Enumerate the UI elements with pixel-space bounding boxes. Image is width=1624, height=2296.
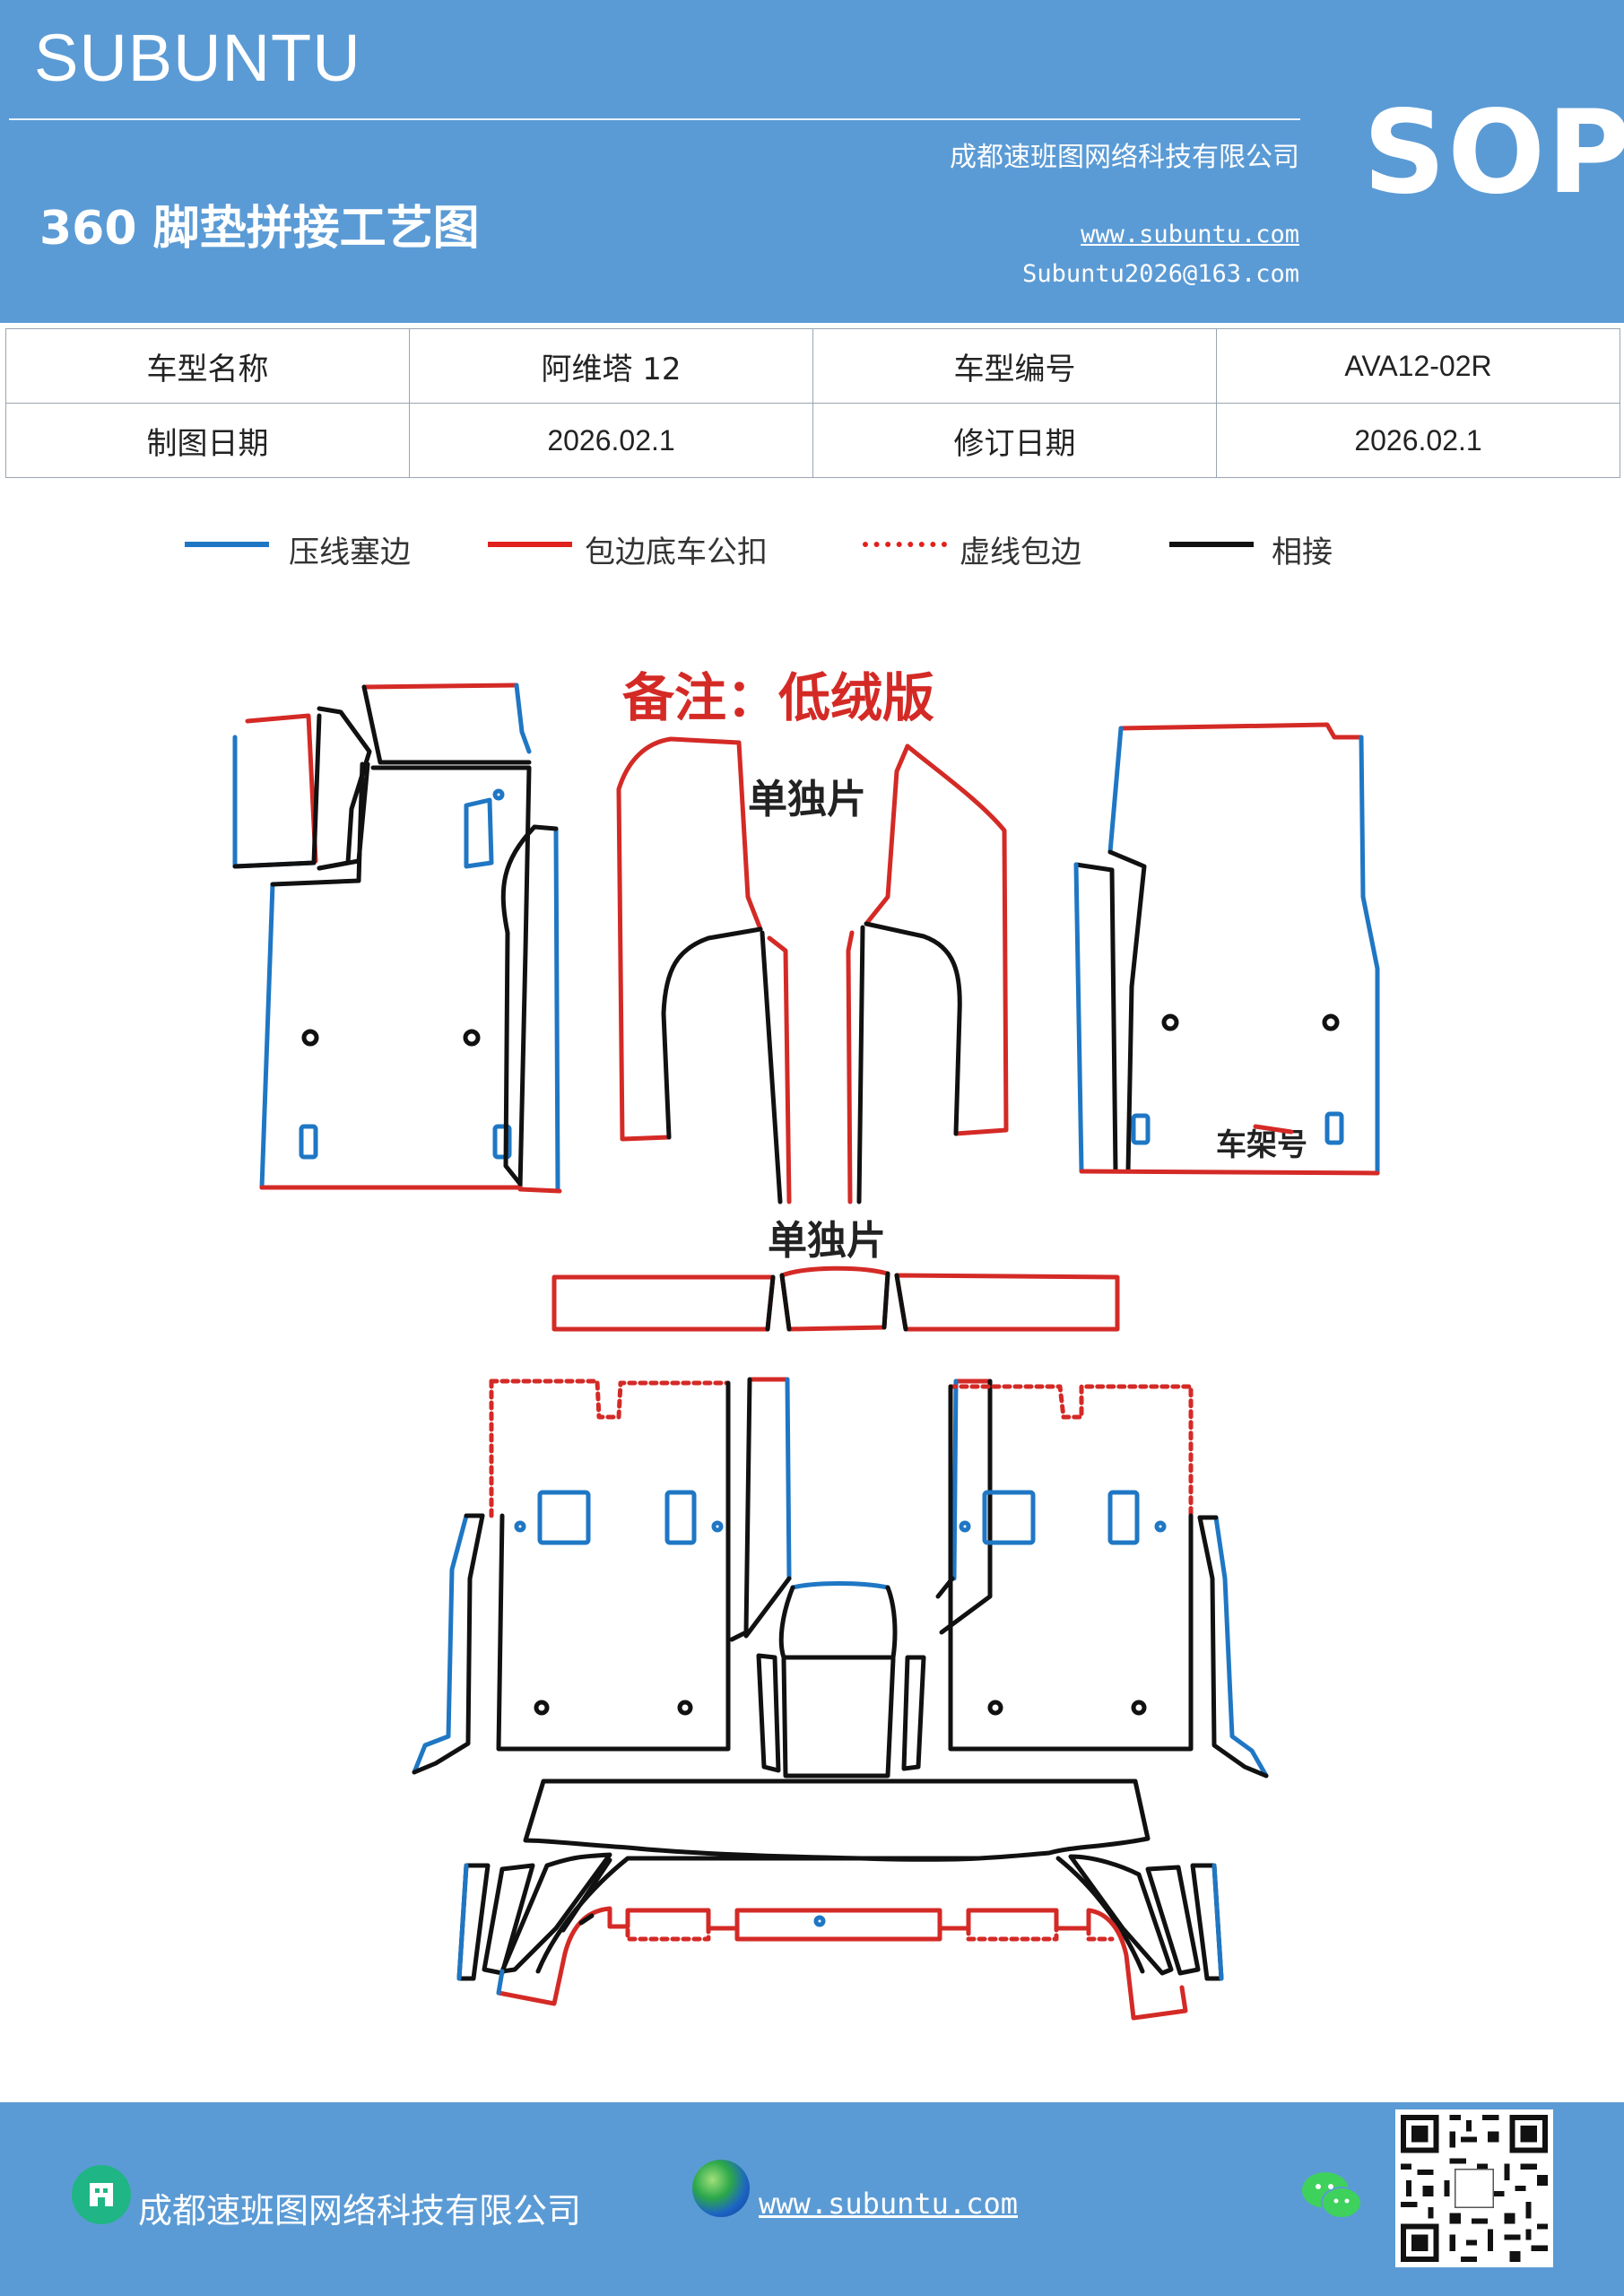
legend-label: 相接: [1272, 535, 1333, 570]
legend-label: 压线塞边: [289, 535, 411, 570]
header-email[interactable]: Subuntu2026@163.com: [1022, 260, 1299, 288]
revise-date-value: 2026.02.1: [1216, 403, 1620, 478]
single-piece-label-top: 单独片: [748, 777, 866, 822]
sop-badge: SOP: [1363, 86, 1624, 220]
header-divider: [9, 118, 1300, 120]
legend-swatch-blue: [185, 542, 269, 547]
center-tunnel-pieces: [616, 736, 1009, 1205]
info-table: 车型名称 阿维塔 12 车型编号 AVA12-02R 制图日期 2026.02.…: [5, 328, 1620, 478]
table-row: 制图日期 2026.02.1 修订日期 2026.02.1: [5, 403, 1620, 478]
table-row: 车型名称 阿维塔 12 车型编号 AVA12-02R: [5, 328, 1620, 404]
building-icon: [72, 2165, 131, 2224]
tunnel-strip: [551, 1265, 1120, 1332]
rear-center-mat: [756, 1581, 926, 1779]
legend-swatch-black: [1169, 542, 1254, 547]
legend-swatch-dotted: [863, 542, 947, 547]
legend-swatch-red: [488, 542, 572, 547]
draw-date-value: 2026.02.1: [409, 403, 813, 478]
vin-label: 车架号: [1216, 1127, 1307, 1163]
legend-label: 虚线包边: [960, 535, 1081, 570]
model-name-label: 车型名称: [5, 328, 410, 404]
draw-date-label: 制图日期: [5, 403, 410, 478]
qr-code[interactable]: [1395, 2109, 1553, 2267]
floor-mat-diagram: 备注：低绒版 单独片 单独片 车架号: [232, 667, 1380, 2021]
brand-name: SUBUNTU: [34, 21, 361, 95]
model-name-value: 阿维塔 12: [409, 328, 813, 404]
model-code-label: 车型编号: [812, 328, 1217, 404]
wechat-icon[interactable]: [1300, 2169, 1365, 2222]
footer-website-link[interactable]: www.subuntu.com: [759, 2187, 1018, 2221]
footer-company: 成都速班图网络科技有限公司: [138, 2191, 582, 2231]
header-website-link[interactable]: www.subuntu.com: [1081, 221, 1299, 248]
legend-label: 包边底车公扣: [585, 535, 768, 570]
model-code-value: AVA12-02R: [1216, 328, 1620, 404]
trunk-mat: [456, 1779, 1224, 2021]
footer-banner: 成都速班图网络科技有限公司 www.subuntu.com: [0, 2102, 1624, 2296]
note-low-pile: 备注：低绒版: [622, 667, 934, 728]
page-title: 360 脚垫拼接工艺图: [39, 202, 480, 256]
header-company: 成都速班图网络科技有限公司: [950, 142, 1299, 173]
front-right-mat: [1073, 722, 1380, 1176]
single-piece-label-mid: 单独片: [768, 1218, 886, 1264]
rear-left-mat: [412, 1377, 792, 1775]
rear-right-mat: [935, 1378, 1269, 1779]
front-left-mat: [232, 683, 562, 1194]
globe-icon: [692, 2160, 750, 2217]
revise-date-label: 修订日期: [812, 403, 1217, 478]
header-banner: SUBUNTU 成都速班图网络科技有限公司 360 脚垫拼接工艺图 www.su…: [0, 0, 1624, 323]
